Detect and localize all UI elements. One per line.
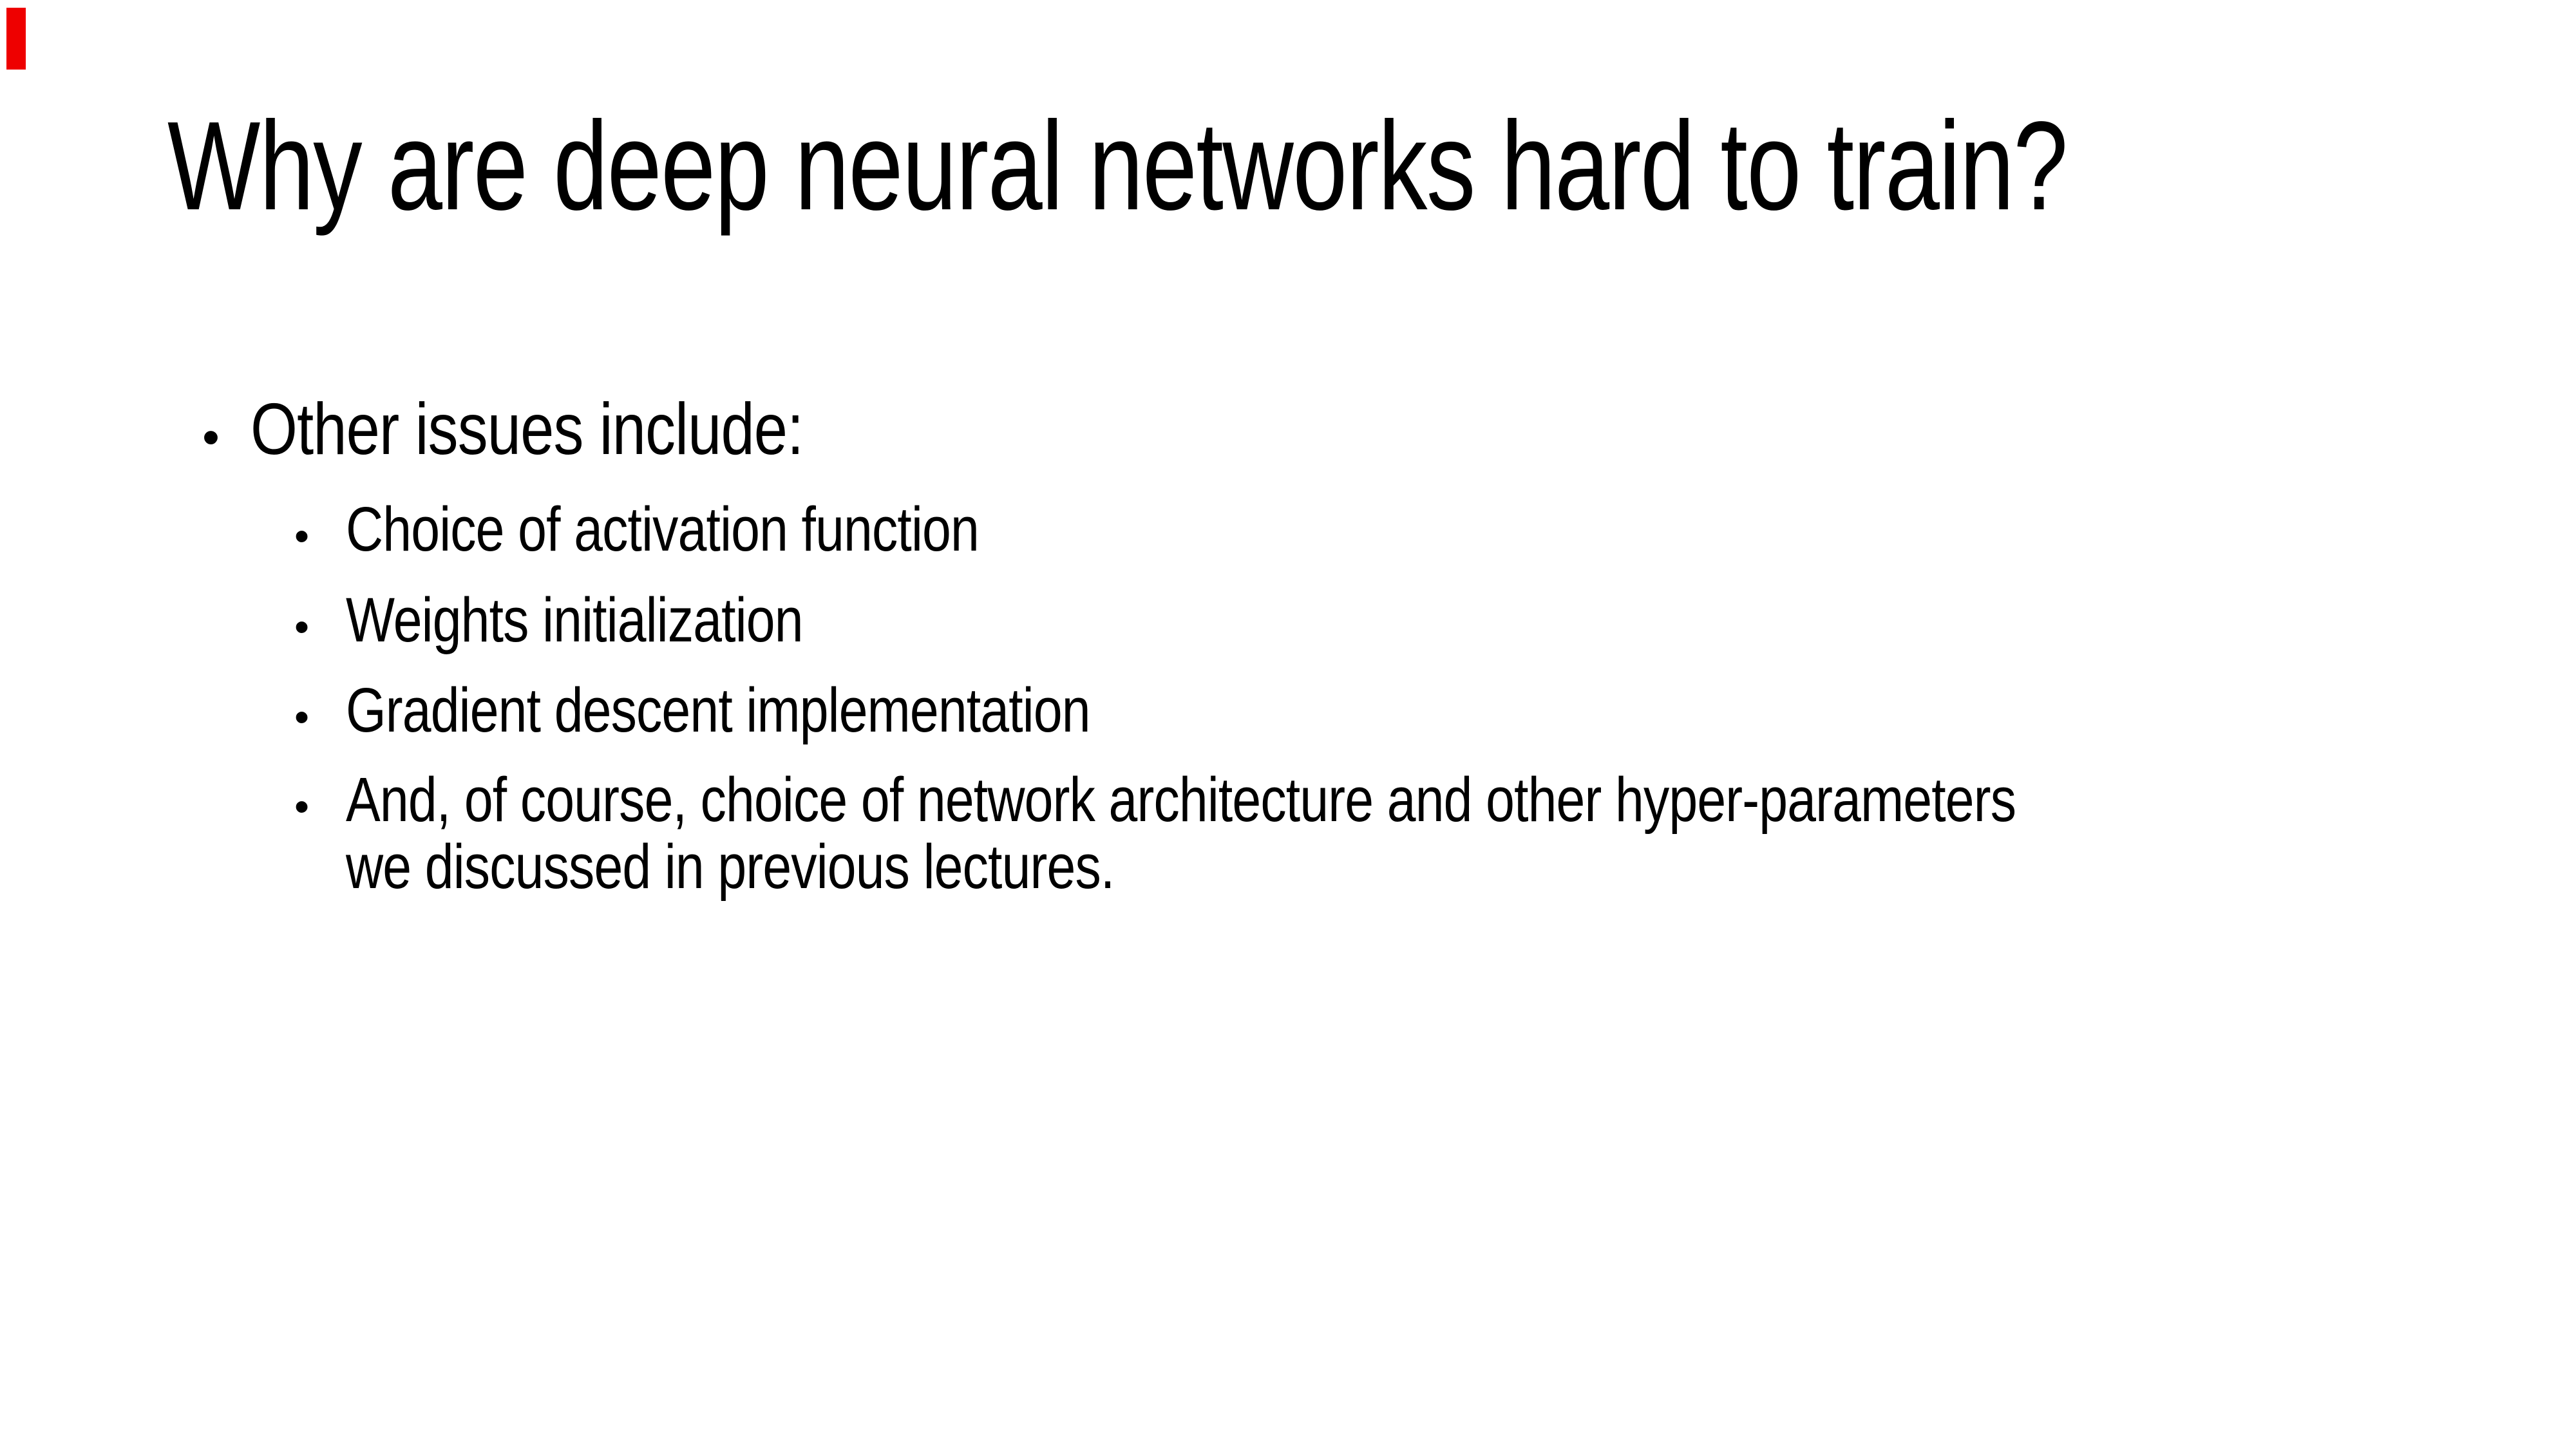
bullet-icon: • [294,693,310,741]
bullet-text-gradient: Gradient descent implementation [346,675,1091,745]
bullet-icon: • [294,782,310,830]
bullet-item-gradient: • Gradient descent implementation [294,677,2521,750]
bullet-icon: • [202,410,220,465]
bullet-text-activation: Choice of activation function [346,494,980,564]
bullet-item-level1: • Other issues include: [202,393,2521,474]
bullet-icon: • [294,512,310,560]
bullet-item-activation: • Choice of activation function [294,496,2521,569]
slide-title: Why are deep neural networks hard to tra… [167,95,2068,236]
bullet-text-weights: Weights initialization [346,585,804,655]
bullet-text-architecture: And, of course, choice of network archit… [346,766,2016,900]
bullet-text-level1: Other issues include: [251,388,804,469]
bullet-text-architecture-line1: And, of course, choice of network archit… [346,764,2016,835]
bullet-text-architecture-line2: we discussed in previous lectures. [346,831,1115,902]
bullet-item-weights: • Weights initialization [294,587,2521,660]
bullet-item-architecture: • And, of course, choice of network arch… [294,766,2521,900]
bullet-list: • Other issues include: • Choice of acti… [202,393,2521,900]
bullet-icon: • [294,603,310,650]
red-marker [6,8,26,70]
